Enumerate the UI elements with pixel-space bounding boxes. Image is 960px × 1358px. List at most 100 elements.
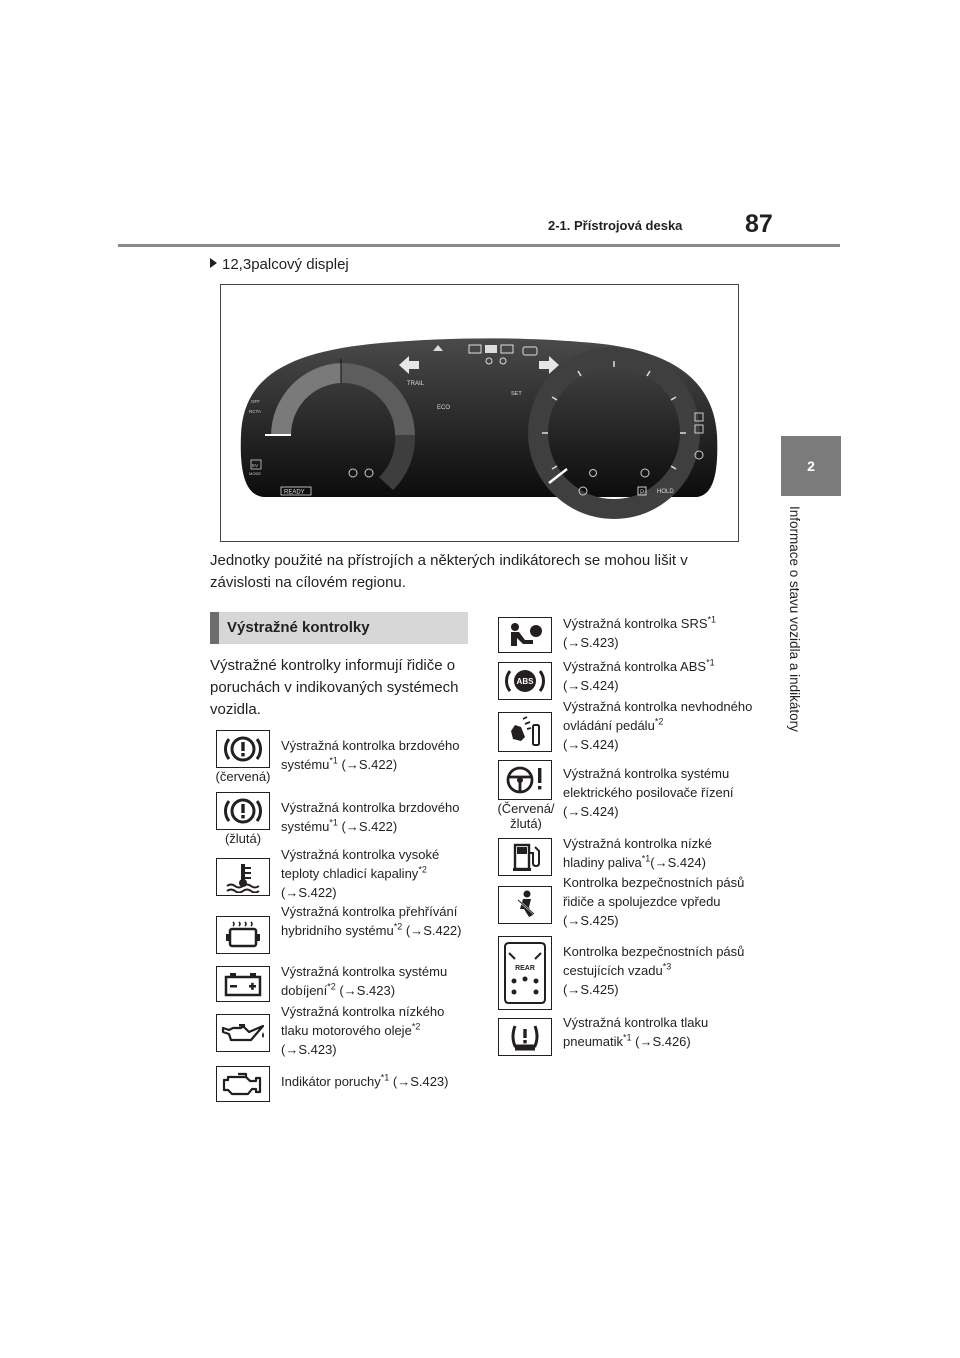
footnote-marker: *1 xyxy=(622,1032,632,1043)
oil-pressure-icon xyxy=(221,1024,265,1042)
footnote-marker: *2 xyxy=(654,716,664,727)
tire-pressure-icon xyxy=(511,1025,539,1051)
warning-description: Výstražná kontrolka systému elektrického… xyxy=(563,764,753,821)
trail-label: TRAIL xyxy=(407,381,425,387)
page-reference: (→S.423) xyxy=(335,983,396,998)
ready-label: READY xyxy=(284,490,305,496)
page-reference: (→S.423) xyxy=(389,1074,449,1089)
fuel-indicator-icon xyxy=(589,469,597,477)
warning-text: Výstražná kontrolka tlaku pneumatik xyxy=(563,1015,709,1049)
seatbelt-rear-icon: REAR xyxy=(504,942,546,1004)
warning-text: Výstražná kontrolka nevhodného ovládání … xyxy=(563,699,753,733)
airbag-indicator-icon xyxy=(640,468,650,478)
chapter-number: 2 xyxy=(807,458,815,474)
warning-text: Výstražná kontrolka nízké hladiny paliva xyxy=(563,836,712,870)
off-label: OFF xyxy=(251,399,260,404)
left-turn-arrow-icon xyxy=(399,356,419,374)
footnote-marker: *2 xyxy=(411,1021,421,1032)
page-reference: (→S.422) xyxy=(402,923,462,938)
rear-label: REAR xyxy=(515,965,535,972)
pedal-icon-box xyxy=(498,712,552,752)
warning-description: Výstražná kontrolka tlaku pneumatik*1 (→… xyxy=(563,1013,753,1051)
page-reference: (→S.424) xyxy=(563,804,619,819)
battery-icon-box xyxy=(216,966,270,1002)
ev-mode-icon xyxy=(250,459,262,470)
color-caption: (červená) xyxy=(215,769,271,784)
warning-description: Výstražná kontrolka nevhodného ovládání … xyxy=(563,697,753,754)
power-meter-arc-lower xyxy=(379,435,416,490)
pedal-misoperation-icon xyxy=(511,716,540,746)
abs-icon: ABS xyxy=(505,670,545,692)
footnote-marker: *1 xyxy=(706,657,715,668)
warning-description: Výstražná kontrolka nízkého tlaku motoro… xyxy=(281,1002,471,1059)
abs-icon-box: ABS xyxy=(498,662,552,700)
fog-light-icon xyxy=(500,344,514,354)
coolant-icon-box xyxy=(216,858,270,896)
warning-text: Kontrolka bezpečnostních pásů cestujícíc… xyxy=(563,944,745,978)
page-number: 87 xyxy=(745,210,773,238)
page-reference: (→S.422) xyxy=(337,819,398,834)
srs-airbag-icon xyxy=(511,623,542,646)
footnote-marker: *1 xyxy=(329,755,338,766)
right-turn-arrow-icon xyxy=(539,356,559,374)
set-label: SET xyxy=(511,391,522,397)
warning-text: Výstražná kontrolka systému dobíjení xyxy=(281,964,448,998)
brake-warning-icon xyxy=(224,798,262,824)
low-fuel-icon xyxy=(513,843,540,871)
bullet-triangle-icon xyxy=(210,258,217,268)
dashboard-illustration: TRAIL ECO SET READY HOLD OFF RCTA EV MOD… xyxy=(240,338,718,519)
warning-description: Výstražná kontrolka brzdového systému*1 … xyxy=(281,736,471,774)
brake-warning-icon xyxy=(224,736,262,762)
check-engine-icon xyxy=(222,1072,262,1096)
warning-description: Výstražná kontrolka vysoké teploty chlad… xyxy=(281,845,471,902)
page-reference: (→S.426) xyxy=(631,1034,691,1049)
chapter-title: Informace o stavu vozidla a indikátory xyxy=(787,506,802,732)
power-steering-icon-box xyxy=(498,760,552,800)
footnote-marker: *2 xyxy=(418,864,427,875)
display-type-label: 12,3palcový displej xyxy=(222,256,349,273)
page-reference: (→S.422) xyxy=(281,885,337,900)
taillight-icon xyxy=(485,357,493,365)
ready-box xyxy=(280,486,312,496)
low-fuel-icon-box xyxy=(498,838,552,876)
brake-lamp-icon xyxy=(348,468,358,478)
color-caption: (žlutá) xyxy=(224,831,262,846)
tire-pressure-icon-box xyxy=(498,1018,552,1056)
park-indicator-icon xyxy=(637,486,647,496)
warning-text: Výstražná kontrolka brzdového systému xyxy=(281,738,460,772)
tpms-indicator-icon xyxy=(694,450,704,460)
warning-description: Kontrolka bezpečnostních pásů cestujícíc… xyxy=(563,942,753,999)
srs-icon-box xyxy=(498,617,552,653)
color-caption: (Červená/ žlutá) xyxy=(497,801,555,831)
right-side-indicator-2-icon xyxy=(694,424,704,434)
warning-description: Výstražná kontrolka systému dobíjení*2 (… xyxy=(281,962,471,1000)
battery-charging-icon xyxy=(224,973,262,997)
power-meter-arc-charge xyxy=(341,362,415,435)
speedometer-ring xyxy=(528,347,700,519)
rear-fog-icon xyxy=(499,357,507,365)
warning-description: Výstražná kontrolka nízké hladiny paliva… xyxy=(563,834,753,872)
warning-text: Výstražná kontrolka vysoké teploty chlad… xyxy=(281,847,440,881)
warning-lights-intro: Výstražné kontrolky informují řidiče o p… xyxy=(210,657,459,718)
dashboard-figure: TRAIL ECO SET READY HOLD OFF RCTA EV MOD… xyxy=(220,284,739,542)
page-reference: (→S.425) xyxy=(563,982,619,997)
header-rule xyxy=(118,244,840,247)
eco-label: ECO xyxy=(437,405,450,411)
units-note: Jednotky použité na přístrojích a někter… xyxy=(210,552,688,591)
svg-text:ABS: ABS xyxy=(517,677,535,686)
seatbelt-front-icon-box xyxy=(498,886,552,924)
warning-text: Indikátor poruchy xyxy=(281,1074,381,1089)
park-label: P xyxy=(640,490,644,496)
warning-description: Výstražná kontrolka přehřívání hybridníh… xyxy=(281,902,471,940)
warning-text: Výstražná kontrolka přehřívání hybridníh… xyxy=(281,904,458,938)
page-reference: (→S.422) xyxy=(337,757,398,772)
warning-description: Výstražná kontrolka SRS*1 (→S.423) xyxy=(563,614,753,652)
brake-lamp-right-icon xyxy=(578,486,588,496)
warning-text: Kontrolka bezpečnostních pásů řidiče a s… xyxy=(563,875,745,909)
footnote-marker: *1 xyxy=(641,853,651,864)
headlight-icon xyxy=(468,344,482,354)
speedometer-ticks xyxy=(542,361,686,470)
coolant-temperature-icon xyxy=(226,864,260,893)
warning-text: Výstražná kontrolka nízkého tlaku motoro… xyxy=(281,1004,445,1038)
footnote-marker: *1 xyxy=(707,614,717,625)
